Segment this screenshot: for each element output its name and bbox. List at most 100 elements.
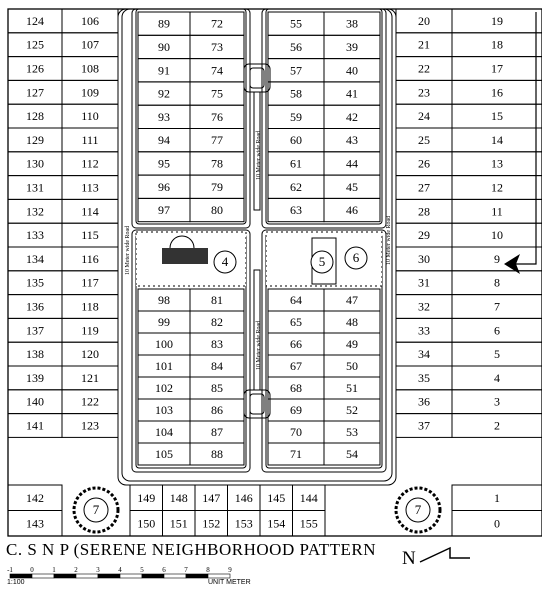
- plot-number: 10: [491, 228, 503, 242]
- plot-number: 116: [81, 252, 99, 266]
- plot-number: 70: [290, 425, 302, 439]
- scale-segment: [119, 573, 143, 579]
- plot-number: 44: [346, 156, 358, 170]
- plot-number: 96: [158, 180, 170, 194]
- plot-number: 28: [418, 204, 430, 218]
- plot-number: 9: [494, 252, 500, 266]
- plot-number: 52: [346, 403, 358, 417]
- north-label: N: [402, 548, 416, 569]
- plot-number: 112: [81, 157, 99, 171]
- plot-number: 114: [81, 204, 99, 218]
- plot-number: 39: [346, 40, 358, 54]
- plot-number: 20: [418, 14, 430, 28]
- plot-number: 62: [290, 180, 302, 194]
- plot-number: 109: [81, 85, 99, 99]
- plot-number: 101: [155, 359, 173, 373]
- plot-number: 84: [211, 359, 223, 373]
- park-number: 7: [93, 502, 100, 517]
- plot-number: 144: [300, 491, 318, 505]
- plot-number: 11: [491, 204, 503, 218]
- plot-number: 51: [346, 381, 358, 395]
- plot-number: 72: [211, 17, 223, 31]
- scale-tick: 5: [140, 566, 144, 574]
- plot-number: 108: [81, 62, 99, 76]
- plot-cell: [189, 442, 245, 466]
- plot-number: 115: [81, 228, 99, 242]
- plot-number: 145: [267, 491, 285, 505]
- plot-number: 138: [26, 347, 44, 361]
- scale-segment: [53, 573, 77, 579]
- plot-number: 0: [494, 516, 500, 530]
- park-circle: [83, 497, 109, 523]
- north-arrow: [419, 546, 470, 563]
- plot-number: 65: [290, 315, 302, 329]
- plot-number: 122: [81, 395, 99, 409]
- plot-number: 133: [26, 228, 44, 242]
- scale-segment: [9, 573, 33, 579]
- scale-tick: 0: [30, 566, 34, 574]
- plot-number: 50: [346, 359, 358, 373]
- plot-cell: [7, 510, 63, 537]
- scale-tick: 3: [96, 566, 100, 574]
- plot-number: 48: [346, 315, 358, 329]
- plot-number: 27: [418, 181, 430, 195]
- building-block: [162, 248, 208, 264]
- plot-number: 56: [290, 40, 302, 54]
- road-label: 10 Meter wide Road: [125, 226, 131, 275]
- plot-number: 128: [26, 109, 44, 123]
- plot-number: 95: [158, 156, 170, 170]
- scale-tick: -1: [7, 566, 13, 574]
- plot-number: 73: [211, 40, 223, 54]
- plot-number: 14: [491, 133, 503, 147]
- plot-number: 6: [494, 323, 500, 337]
- plot-number: 24: [418, 109, 430, 123]
- plot-number: 143: [26, 516, 44, 530]
- scale-segment: [185, 573, 209, 579]
- plot-number: 136: [26, 300, 44, 314]
- plot-number: 140: [26, 395, 44, 409]
- plot-number: 121: [81, 371, 99, 385]
- plot-number: 86: [211, 403, 223, 417]
- plot-number: 49: [346, 337, 358, 351]
- plot-number: 98: [158, 293, 170, 307]
- plot-number: 21: [418, 38, 430, 52]
- plot-number: 63: [290, 203, 302, 217]
- plot-number: 12: [491, 181, 503, 195]
- plot-number: 105: [155, 447, 173, 461]
- plot-number: 78: [211, 156, 223, 170]
- plot-number: 64: [290, 293, 302, 307]
- scale-tick: 9: [228, 566, 232, 574]
- plot-number: 68: [290, 381, 302, 395]
- plot-number: 17: [491, 62, 503, 76]
- plot-number: 54: [346, 447, 358, 461]
- plot-number: 130: [26, 157, 44, 171]
- plot-number: 58: [290, 87, 302, 101]
- plot-number: 135: [26, 276, 44, 290]
- plot-number: 38: [346, 17, 358, 31]
- plot-number: 132: [26, 204, 44, 218]
- plot-number: 134: [26, 252, 44, 266]
- plot-number: 126: [26, 62, 44, 76]
- plot-number: 31: [418, 276, 430, 290]
- plot-number: 100: [155, 337, 173, 351]
- plot-number: 154: [267, 516, 285, 530]
- plot-number: 124: [26, 14, 44, 28]
- plot-number: 3: [494, 395, 500, 409]
- plot-number: 118: [81, 300, 99, 314]
- plot-number: 123: [81, 419, 99, 433]
- park-number: 4: [222, 254, 229, 269]
- park-number: 7: [415, 502, 422, 517]
- plot-number: 36: [418, 395, 430, 409]
- plot-number: 77: [211, 133, 223, 147]
- plot-cell: [451, 413, 542, 438]
- plot-number: 131: [26, 181, 44, 195]
- plot-number: 99: [158, 315, 170, 329]
- plot-cell: [189, 197, 245, 223]
- scale-tick: 7: [184, 566, 188, 574]
- plot-number: 90: [158, 40, 170, 54]
- road-label: 10 Meter wide Road: [256, 321, 262, 370]
